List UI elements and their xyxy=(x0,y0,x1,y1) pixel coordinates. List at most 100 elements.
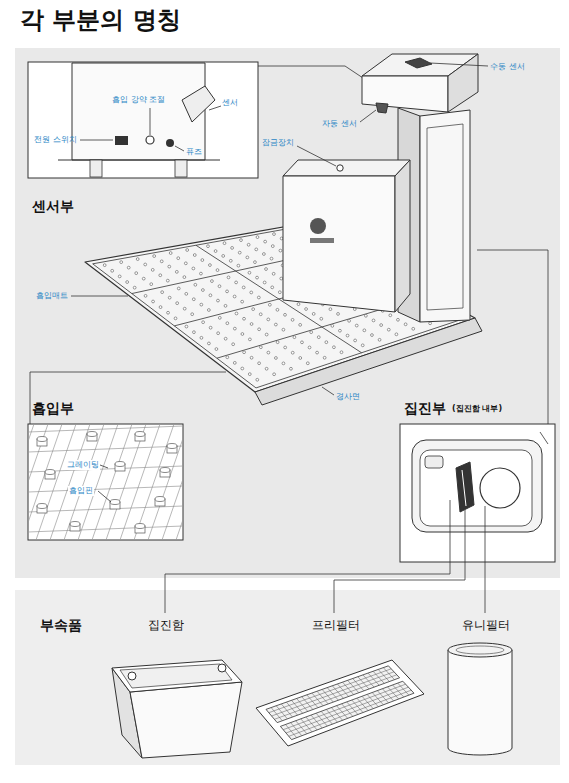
suction-hole xyxy=(254,261,257,264)
suction-knob xyxy=(146,136,154,144)
suction-hole xyxy=(250,291,253,294)
leader-connector xyxy=(334,562,465,590)
suction-hole xyxy=(235,312,238,315)
suction-hole xyxy=(267,318,270,321)
suction-hole xyxy=(325,341,328,344)
grating-bar xyxy=(29,506,182,512)
suction-hole xyxy=(273,373,276,376)
inset-frame xyxy=(28,62,258,178)
suction-hole xyxy=(333,346,336,349)
suction-hole xyxy=(224,337,227,340)
grating-bar xyxy=(29,526,182,532)
part-label: 흡입매트 xyxy=(36,291,68,301)
suction-hole xyxy=(217,299,220,302)
grating-bar xyxy=(29,425,62,539)
suction-hole xyxy=(363,329,366,332)
leader-line xyxy=(209,106,221,110)
suction-hole xyxy=(144,294,147,297)
suction-hole xyxy=(337,313,340,316)
accessory-panel-art xyxy=(15,590,560,765)
suction-hole xyxy=(387,328,390,331)
suction-hole xyxy=(264,240,267,243)
part-label: 퓨즈 xyxy=(186,147,202,157)
suction-hole xyxy=(233,295,236,298)
suction-hole xyxy=(226,322,229,325)
suction-hole xyxy=(241,333,244,336)
suction-hole xyxy=(177,287,180,290)
fuse xyxy=(166,139,174,147)
suction-hole xyxy=(273,233,276,236)
bin-ring xyxy=(218,664,226,672)
lock-device xyxy=(337,165,343,171)
suction-hole xyxy=(299,323,302,326)
leader-line xyxy=(165,590,166,613)
suction-hole xyxy=(306,362,309,365)
leader-line xyxy=(485,506,486,562)
suction-hole xyxy=(144,263,147,266)
suction-hole xyxy=(151,268,154,271)
suction-hole xyxy=(160,260,163,263)
part-label: 전원 스위치 xyxy=(34,135,77,145)
tower-panel xyxy=(427,124,463,310)
suction-hole xyxy=(247,243,250,246)
suction-hole xyxy=(265,268,268,271)
prefilter-part xyxy=(456,462,474,512)
suction-hole xyxy=(168,296,171,299)
suction-hole xyxy=(397,318,400,321)
suction-hole xyxy=(223,242,226,245)
suction-hole xyxy=(282,328,285,331)
suction-hole xyxy=(268,303,271,306)
suction-hole xyxy=(153,255,156,258)
part-label: 흡입핀 xyxy=(68,486,94,496)
suction-hole xyxy=(293,336,296,339)
suction-hole xyxy=(185,325,188,328)
mesh-line xyxy=(289,690,411,736)
suction-hole xyxy=(168,265,171,268)
part-label: 경사면 xyxy=(336,392,360,402)
dust-bin-inner xyxy=(420,450,532,526)
part-label: 집진함 xyxy=(148,618,184,632)
suction-hole xyxy=(389,314,392,317)
device-leg xyxy=(175,160,187,177)
suction-hole xyxy=(274,323,277,326)
sensor-inset: 센서부전원 스위치흡입 강약 조절센서퓨즈 xyxy=(28,62,260,218)
suction-hole xyxy=(103,264,106,267)
mesh-line xyxy=(283,684,405,729)
part-label: 잠금장치 xyxy=(262,138,294,148)
suction-hole xyxy=(290,367,293,370)
slope-edge xyxy=(255,318,482,405)
prefilter-frame xyxy=(256,660,424,746)
suction-hole xyxy=(169,252,172,255)
dust-bin-outer xyxy=(412,440,542,532)
suction-hole xyxy=(233,327,236,330)
unifilter-body xyxy=(448,650,512,755)
suction-hole xyxy=(185,292,188,295)
leader-line xyxy=(175,146,184,151)
sensor-box xyxy=(182,86,215,122)
suction-hole xyxy=(235,281,238,284)
suction-hole xyxy=(142,277,145,280)
suction-hole xyxy=(267,351,270,354)
suction-hole xyxy=(248,271,251,274)
suction-hole xyxy=(340,351,343,354)
suction-hole xyxy=(275,357,278,360)
bin-opening xyxy=(120,664,232,688)
leader-line xyxy=(450,500,451,562)
suction-hole xyxy=(193,254,196,257)
suction-hole xyxy=(364,314,367,317)
part-label: 유니필터 xyxy=(462,618,510,632)
suction-hole xyxy=(202,321,205,324)
unifilter-top xyxy=(448,643,512,657)
part-label: 프리필터 xyxy=(312,618,360,632)
part-label: 자동 센서 xyxy=(322,119,357,129)
suction-hole xyxy=(240,239,243,242)
suction-hole xyxy=(191,313,194,316)
suction-hole xyxy=(233,361,236,364)
suction-hole xyxy=(257,296,260,299)
section-heading: 흡입부 xyxy=(32,400,74,417)
suction-hole xyxy=(150,283,153,286)
leader-line xyxy=(258,66,372,84)
suction-hole xyxy=(284,346,287,349)
suction-hole xyxy=(249,338,252,341)
suction-inset: 흡입부그레이팅흡입핀 xyxy=(28,398,186,540)
